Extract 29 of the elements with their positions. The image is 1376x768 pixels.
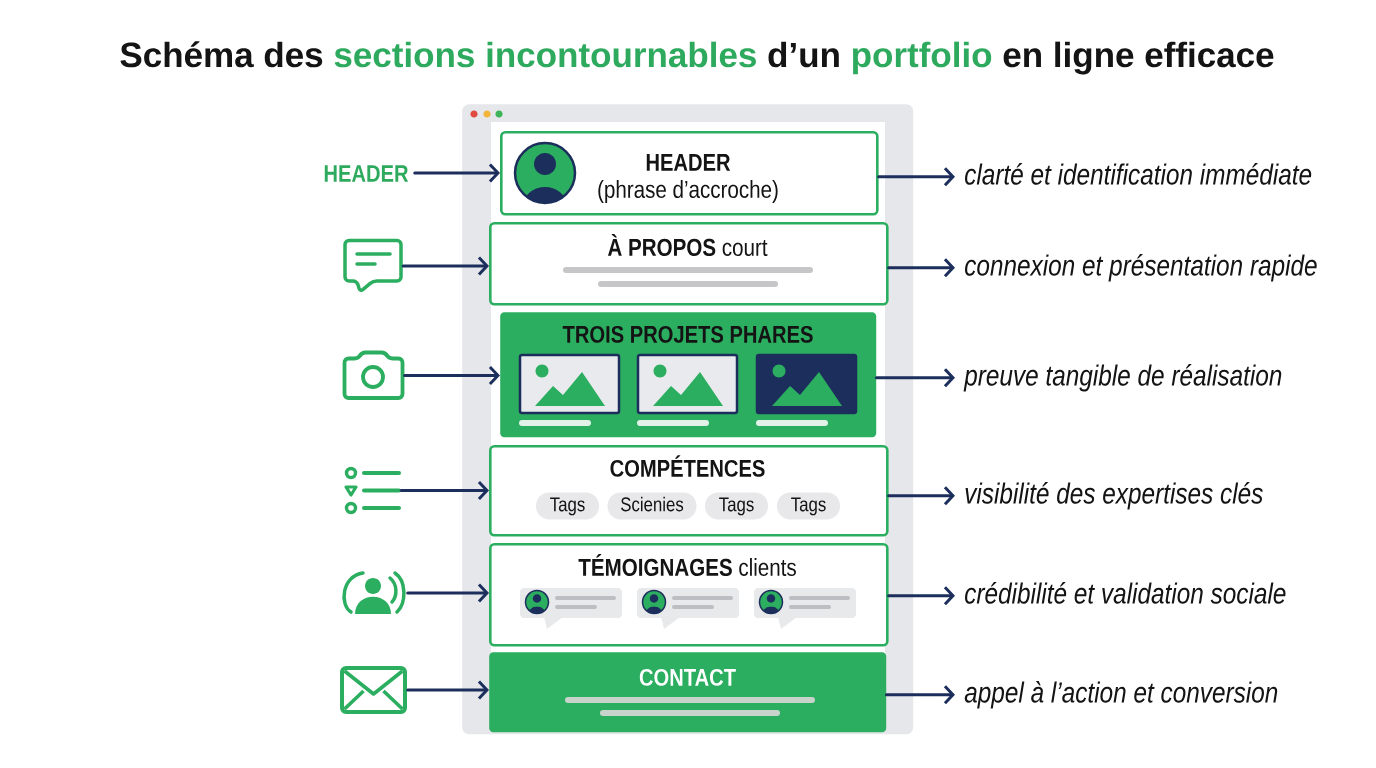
envelope-icon <box>340 666 407 714</box>
arrow <box>887 586 955 606</box>
arrow <box>401 256 489 276</box>
checklist-icon <box>344 466 401 515</box>
section-box: À PROPOS court <box>489 222 889 306</box>
tag-chip: Scienies <box>607 492 697 520</box>
benefit-text: connexion et présentation rapide <box>965 254 1317 282</box>
arrow <box>403 365 500 386</box>
benefit-text: crédibilité et validation sociale <box>965 582 1286 604</box>
speech-bubble-icon <box>343 238 403 292</box>
arrow <box>887 486 955 506</box>
arrow <box>874 368 955 388</box>
benefit-text: clarté et identification immédiate <box>965 163 1312 185</box>
title: Schéma des sections incontournables d’un portfolio en ligne efficace <box>120 41 1274 75</box>
section-box: CONTACT <box>489 652 887 733</box>
arrow <box>887 258 955 278</box>
arrow <box>884 685 955 705</box>
arrow <box>406 583 489 603</box>
benefit-text: visibilité des expertises clés <box>965 482 1263 510</box>
arrow <box>399 480 489 501</box>
arrow <box>413 163 500 183</box>
section-label: HEADER <box>324 165 409 182</box>
arrow <box>406 680 489 700</box>
benefit-text: appel à l’action et conversion <box>964 681 1278 709</box>
camera-icon <box>342 350 405 400</box>
benefit-text: preuve tangible de réalisation <box>963 364 1282 392</box>
section-box: HEADER (phrase d’accroche) <box>500 131 879 216</box>
arrow <box>877 167 955 187</box>
person-icon <box>342 571 406 614</box>
